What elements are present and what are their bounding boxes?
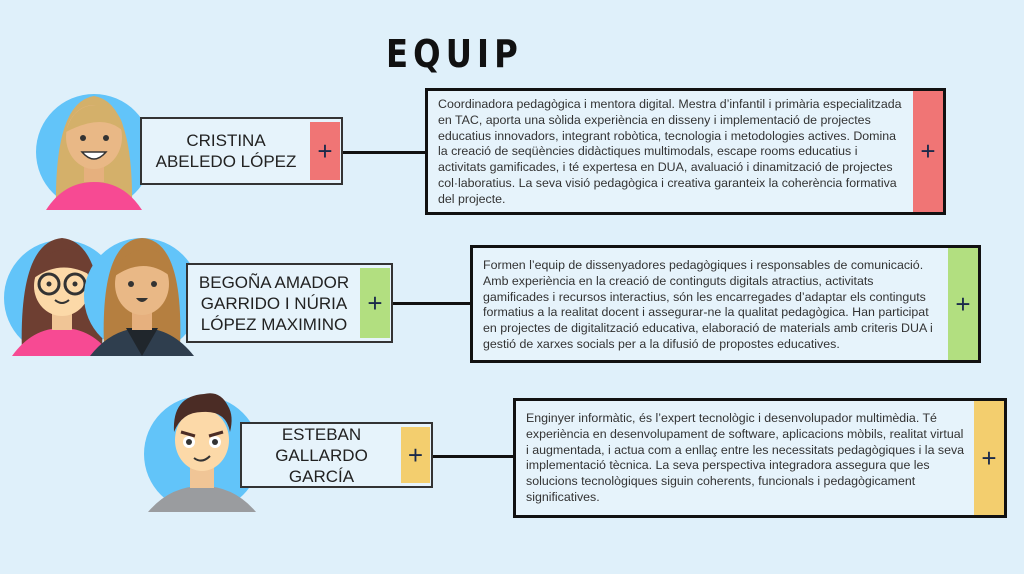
connector-line bbox=[433, 455, 515, 458]
connector-line bbox=[343, 151, 427, 154]
description-box: Coordinadora pedagògica i mentora digita… bbox=[425, 88, 946, 215]
description-box: Enginyer informàtic, és l’expert tecnolò… bbox=[513, 398, 1007, 518]
expand-button[interactable]: + bbox=[360, 268, 390, 338]
expand-button[interactable]: + bbox=[948, 248, 978, 360]
description-text: Formen l’equip de dissenyadores pedagògi… bbox=[483, 258, 933, 351]
member-name-box: CRISTINA ABELEDO LÓPEZ + bbox=[140, 117, 343, 185]
expand-button[interactable]: + bbox=[401, 427, 430, 483]
connector-line bbox=[393, 302, 471, 305]
name-line: BEGOÑA AMADOR bbox=[198, 272, 350, 292]
expand-button[interactable]: + bbox=[310, 122, 340, 180]
page-title: EQUIP bbox=[386, 32, 523, 76]
expand-button[interactable]: + bbox=[913, 91, 943, 212]
expand-button[interactable]: + bbox=[974, 401, 1004, 515]
name-line: LÓPEZ MAXIMINO bbox=[200, 314, 348, 334]
description-box: Formen l’equip de dissenyadores pedagògi… bbox=[470, 245, 981, 363]
name-line: ABELEDO LÓPEZ bbox=[155, 152, 297, 171]
name-line: GARRIDO I NÚRIA bbox=[200, 293, 348, 313]
description-text: Coordinadora pedagògica i mentora digita… bbox=[438, 97, 902, 206]
name-line: CRISTINA bbox=[186, 131, 266, 150]
description-text: Enginyer informàtic, és l’expert tecnolò… bbox=[526, 411, 965, 504]
member-name: CRISTINA ABELEDO LÓPEZ bbox=[142, 130, 310, 172]
name-line: ESTEBAN bbox=[281, 424, 362, 444]
avatar-esteban bbox=[144, 393, 260, 512]
name-line: GALLARDO GARCÍA bbox=[275, 445, 368, 486]
avatar-begona bbox=[4, 238, 120, 356]
avatar-cristina bbox=[36, 94, 152, 210]
avatar-nuria bbox=[84, 238, 200, 356]
